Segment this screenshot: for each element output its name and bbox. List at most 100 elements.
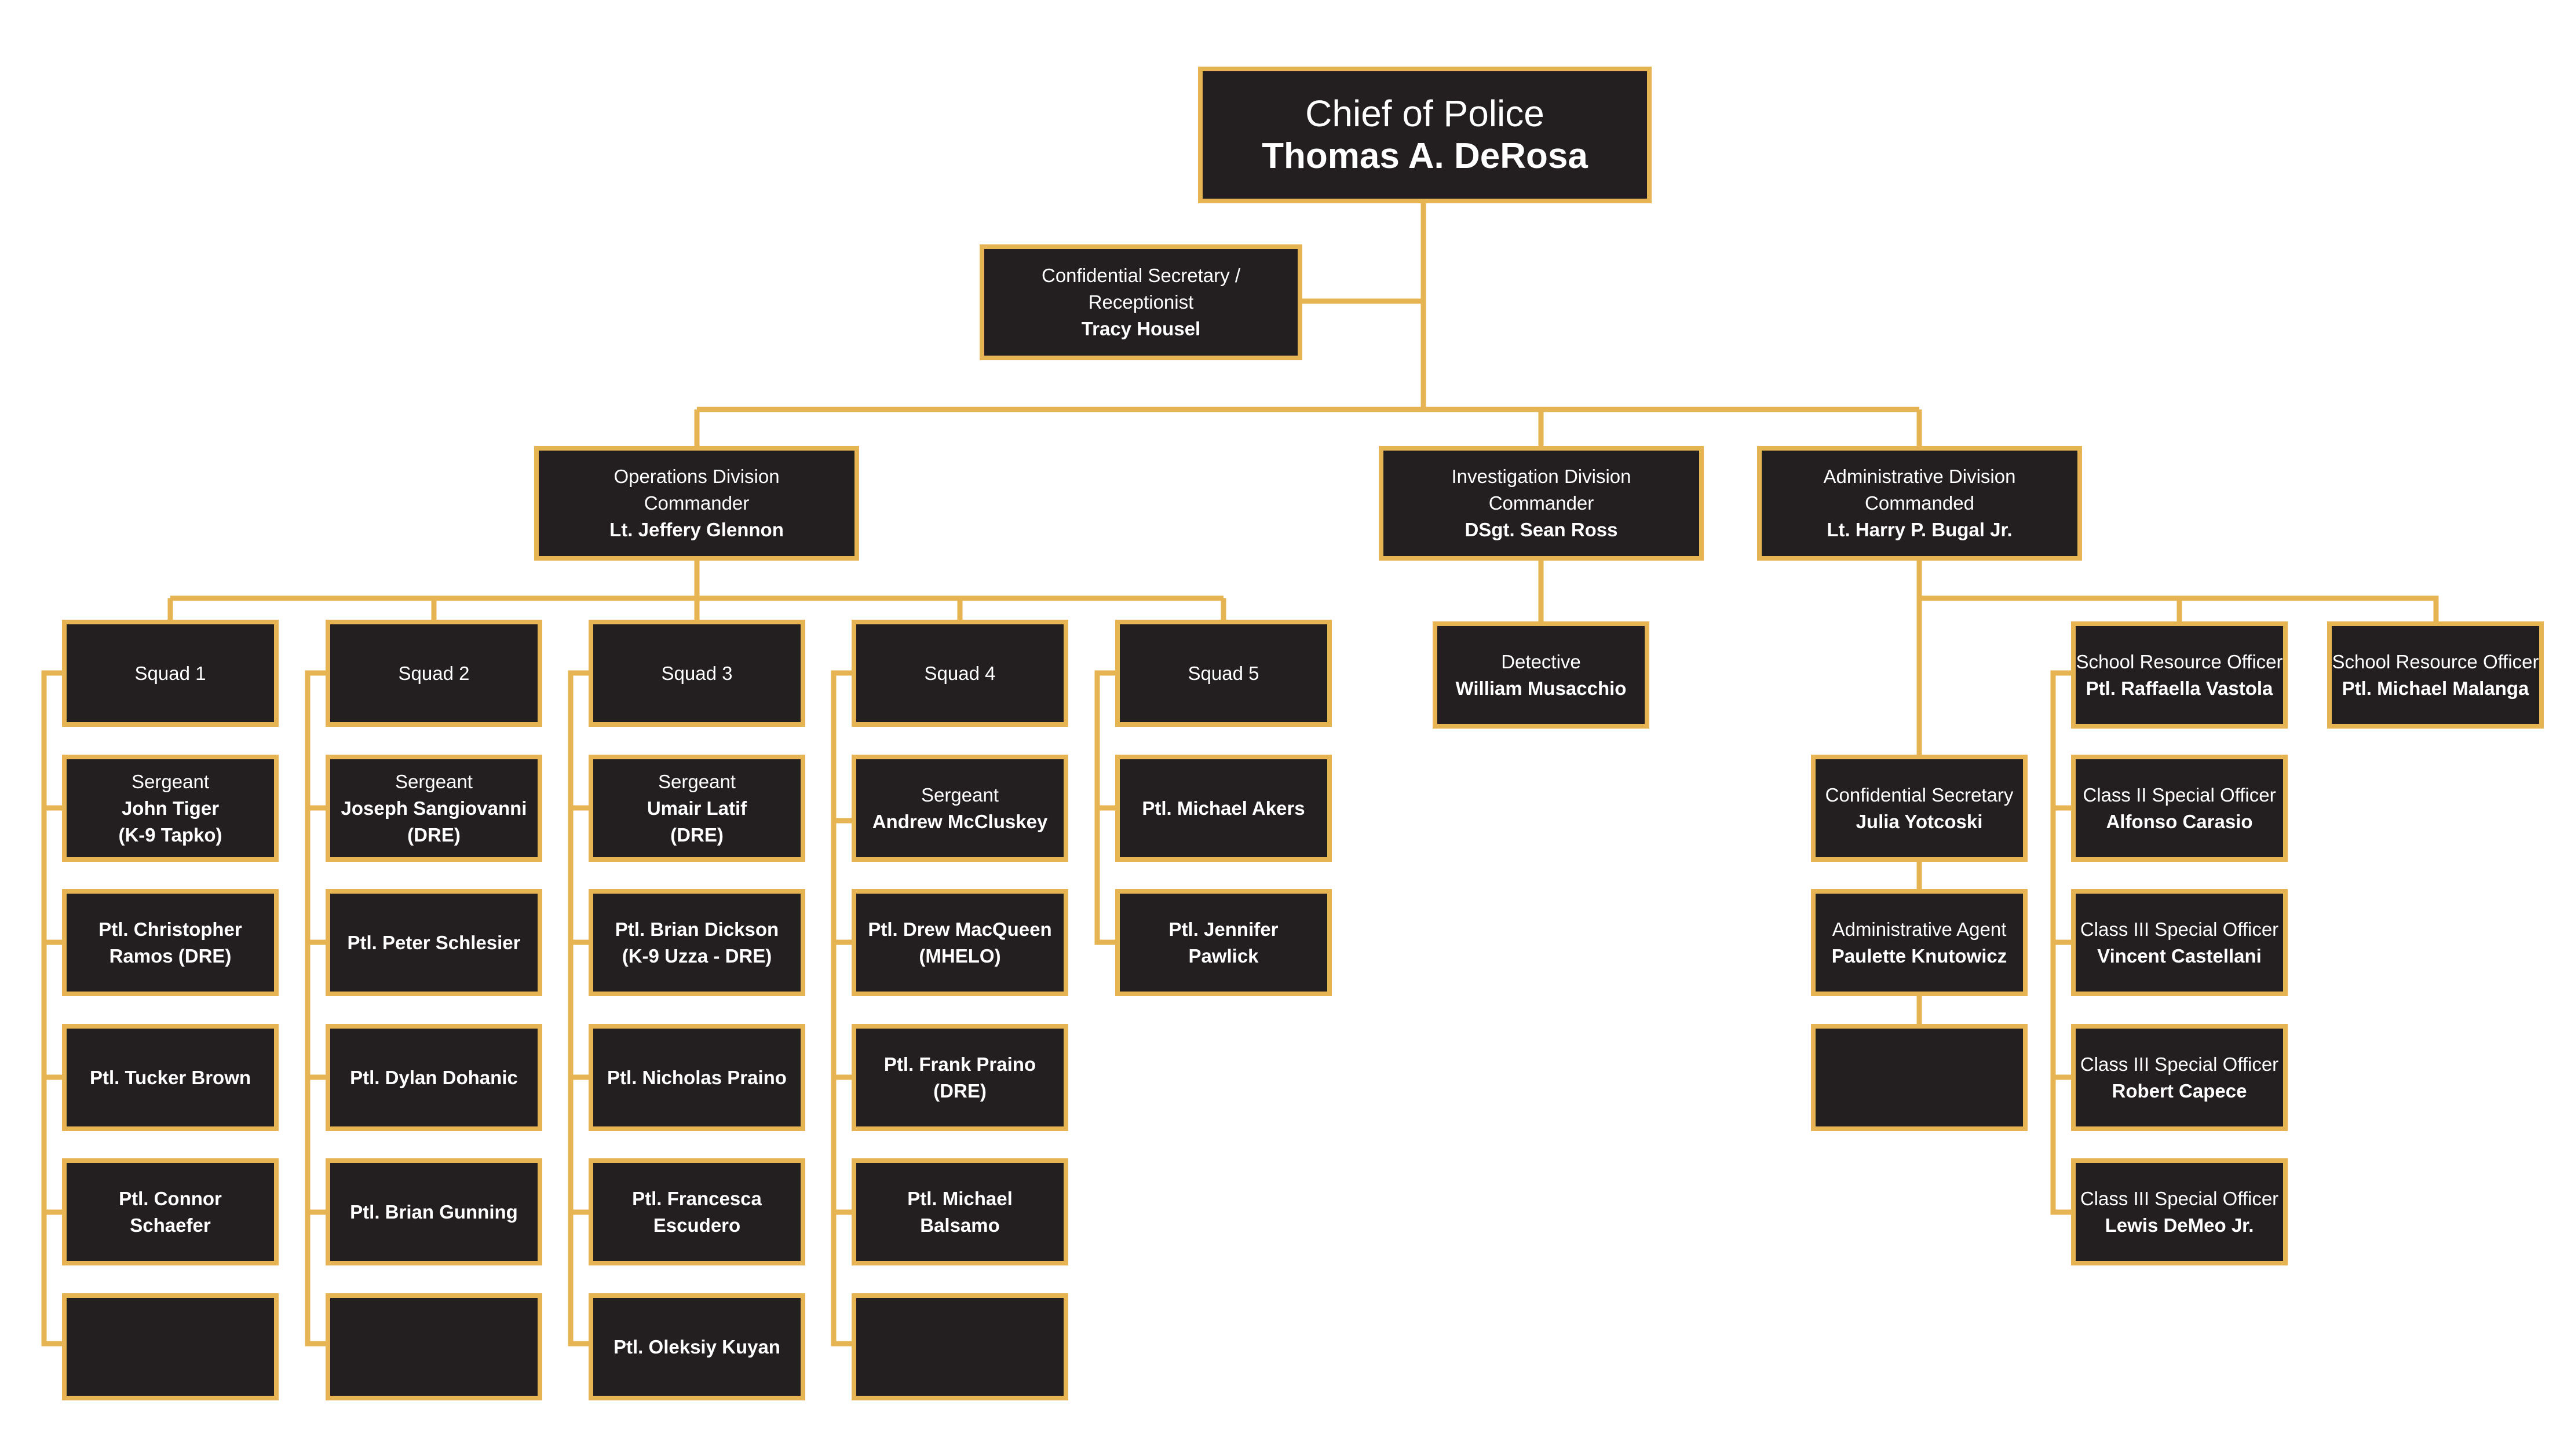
member-name-line1: Ptl. Frank Praino: [883, 1053, 1036, 1075]
squad-1-member-box: Ptl. Tucker Brown: [62, 1024, 279, 1131]
connector-squad4-spine: [831, 670, 854, 1347]
member-name-line1: Ptl. Nicholas Praino: [607, 1066, 787, 1088]
special-officer-name: Alfonso Carasio: [2106, 810, 2253, 832]
sro-1-title: School Resource Officer: [2076, 650, 2283, 672]
squad-1-member-box: Ptl. Connor Schaefer: [62, 1158, 279, 1265]
squad-5-box: Squad 5: [1115, 620, 1332, 727]
squad-4-sergeant-title: Sergeant: [921, 784, 999, 806]
squad-1-sergeant-note: (K-9 Tapko): [118, 824, 222, 846]
confidential-secretary-box: Confidential Secretary / Receptionist Tr…: [980, 244, 1302, 360]
sro-1-name: Ptl. Raffaella Vastola: [2086, 677, 2273, 699]
chief-title: Chief of Police: [1305, 93, 1544, 134]
member-name-line2: (K-9 Uzza - DRE): [622, 945, 772, 967]
detective-title: Detective: [1501, 650, 1581, 672]
investigation-commander-name: DSgt. Sean Ross: [1465, 519, 1618, 540]
member-name-line2: (MHELO): [919, 945, 1001, 967]
member-name-line1: Ptl. Christopher: [98, 918, 242, 940]
chief-of-police-box: Chief of Police Thomas A. DeRosa: [1198, 67, 1652, 203]
member-name-line1: Ptl. Dylan Dohanic: [350, 1066, 518, 1088]
squad-5-title: Squad 5: [1188, 662, 1259, 684]
member-name-line1: Ptl. Michael Akers: [1142, 797, 1305, 819]
admin-secretary-title: Confidential Secretary: [1825, 784, 2014, 806]
member-name-line1: Ptl. Jennifer: [1168, 918, 1279, 940]
connector-squad5-spine: [1094, 670, 1117, 945]
squad-2-member-box: Ptl. Dylan Dohanic: [326, 1024, 542, 1131]
investigation-title-line2: Commander: [1488, 492, 1594, 514]
squad-4-box: Squad 4: [852, 620, 1068, 727]
special-officer-box: Class III Special Officer Lewis DeMeo Jr…: [2071, 1158, 2288, 1265]
squad-2-sergeant-note: (DRE): [407, 824, 461, 846]
squad-3-member-box: Ptl. Oleksiy Kuyan: [589, 1293, 805, 1400]
squad-1-box: Squad 1: [62, 620, 279, 727]
squad-2-sergeant-box: Sergeant Joseph Sangiovanni (DRE): [326, 755, 542, 862]
squad-4-empty-box: [852, 1293, 1068, 1400]
special-officer-name: Lewis DeMeo Jr.: [2105, 1214, 2254, 1236]
member-name-line2: Pawlick: [1188, 945, 1259, 967]
member-name-line1: Ptl. Francesca: [632, 1187, 762, 1209]
secretary-title-line1: Confidential Secretary /: [1041, 265, 1240, 286]
squad-2-title: Squad 2: [398, 662, 470, 684]
operations-title-line1: Operations Division: [613, 466, 780, 487]
member-name-line2: Schaefer: [130, 1214, 211, 1236]
squad-3-sergeant-note: (DRE): [670, 824, 724, 846]
operations-division-box: Operations Division Commander Lt. Jeffer…: [534, 446, 859, 561]
secretary-title-line2: Receptionist: [1088, 291, 1194, 313]
squad-2-sergeant-title: Sergeant: [395, 770, 473, 792]
secretary-name: Tracy Housel: [1081, 318, 1201, 339]
investigation-title-line1: Investigation Division: [1451, 466, 1631, 487]
squad-1-empty-box: [62, 1293, 279, 1400]
connector-squad2-spine: [305, 670, 328, 1347]
squad-3-sergeant-name: Umair Latif: [647, 797, 747, 819]
squad-4-member-box: Ptl. Frank Praino (DRE): [852, 1024, 1068, 1131]
squad-3-title: Squad 3: [661, 662, 733, 684]
special-officer-title: Class II Special Officer: [2083, 784, 2276, 806]
admin-confidential-secretary-box: Confidential Secretary Julia Yotcoski: [1811, 755, 2028, 862]
squad-2-box: Squad 2: [326, 620, 542, 727]
special-officer-box: Class II Special Officer Alfonso Carasio: [2071, 755, 2288, 862]
special-officer-title: Class III Special Officer: [2080, 1053, 2279, 1075]
member-name-line2: Escudero: [653, 1214, 741, 1236]
school-resource-officer-1-box: School Resource Officer Ptl. Raffaella V…: [2071, 621, 2288, 729]
squad-3-sergeant-title: Sergeant: [658, 770, 736, 792]
squad-5-member-box: Ptl. Michael Akers: [1115, 755, 1332, 862]
connector-officer-spine: [2050, 670, 2074, 1215]
squad-5-member-box: Ptl. Jennifer Pawlick: [1115, 889, 1332, 996]
special-officer-name: Robert Capece: [2112, 1080, 2247, 1102]
member-name-line1: Ptl. Connor: [119, 1187, 222, 1209]
administrative-title-line2: Commanded: [1865, 492, 1974, 514]
connector-admin-bar: [1919, 595, 2439, 621]
squad-4-member-box: Ptl. Drew MacQueen (MHELO): [852, 889, 1068, 996]
squad-3-sergeant-box: Sergeant Umair Latif (DRE): [589, 755, 805, 862]
special-officer-name: Vincent Castellani: [2097, 945, 2262, 967]
detective-box: Detective William Musacchio: [1433, 621, 1649, 729]
sro-2-name: Ptl. Michael Malanga: [2342, 677, 2529, 699]
member-name-line2: Ramos (DRE): [109, 945, 232, 967]
member-name-line1: Ptl. Michael: [907, 1187, 1013, 1209]
detective-name: William Musacchio: [1455, 677, 1627, 699]
squad-3-member-box: Ptl. Brian Dickson (K-9 Uzza - DRE): [589, 889, 805, 996]
sro-2-title: School Resource Officer: [2332, 650, 2539, 672]
squad-4-sergeant-name: Andrew McCluskey: [872, 810, 1048, 832]
special-officer-box: Class III Special Officer Robert Capece: [2071, 1024, 2288, 1131]
connector-squad1-spine: [41, 670, 64, 1347]
squad-2-empty-box: [326, 1293, 542, 1400]
connector-squad3-spine: [568, 670, 591, 1347]
squad-1-sergeant-box: Sergeant John Tiger (K-9 Tapko): [62, 755, 279, 862]
squad-2-member-box: Ptl. Peter Schlesier: [326, 889, 542, 996]
squad-4-title: Squad 4: [924, 662, 996, 684]
chief-name: Thomas A. DeRosa: [1262, 136, 1588, 176]
member-name-line1: Ptl. Tucker Brown: [89, 1066, 251, 1088]
member-name-line1: Ptl. Brian Gunning: [350, 1201, 518, 1223]
member-name-line1: Ptl. Drew MacQueen: [868, 918, 1052, 940]
administrative-agent-box: Administrative Agent Paulette Knutowicz: [1811, 889, 2028, 996]
admin-agent-name: Paulette Knutowicz: [1831, 945, 2007, 967]
squad-1-member-box: Ptl. Christopher Ramos (DRE): [62, 889, 279, 996]
administrative-title-line1: Administrative Division: [1823, 466, 2016, 487]
squad-3-box: Squad 3: [589, 620, 805, 727]
member-name-line1: Ptl. Oleksiy Kuyan: [613, 1336, 780, 1358]
administrative-commander-name: Lt. Harry P. Bugal Jr.: [1827, 519, 2013, 540]
squad-3-member-box: Ptl. Nicholas Praino: [589, 1024, 805, 1131]
squad-1-sergeant-name: John Tiger: [121, 797, 220, 819]
special-officer-box: Class III Special Officer Vincent Castel…: [2071, 889, 2288, 996]
